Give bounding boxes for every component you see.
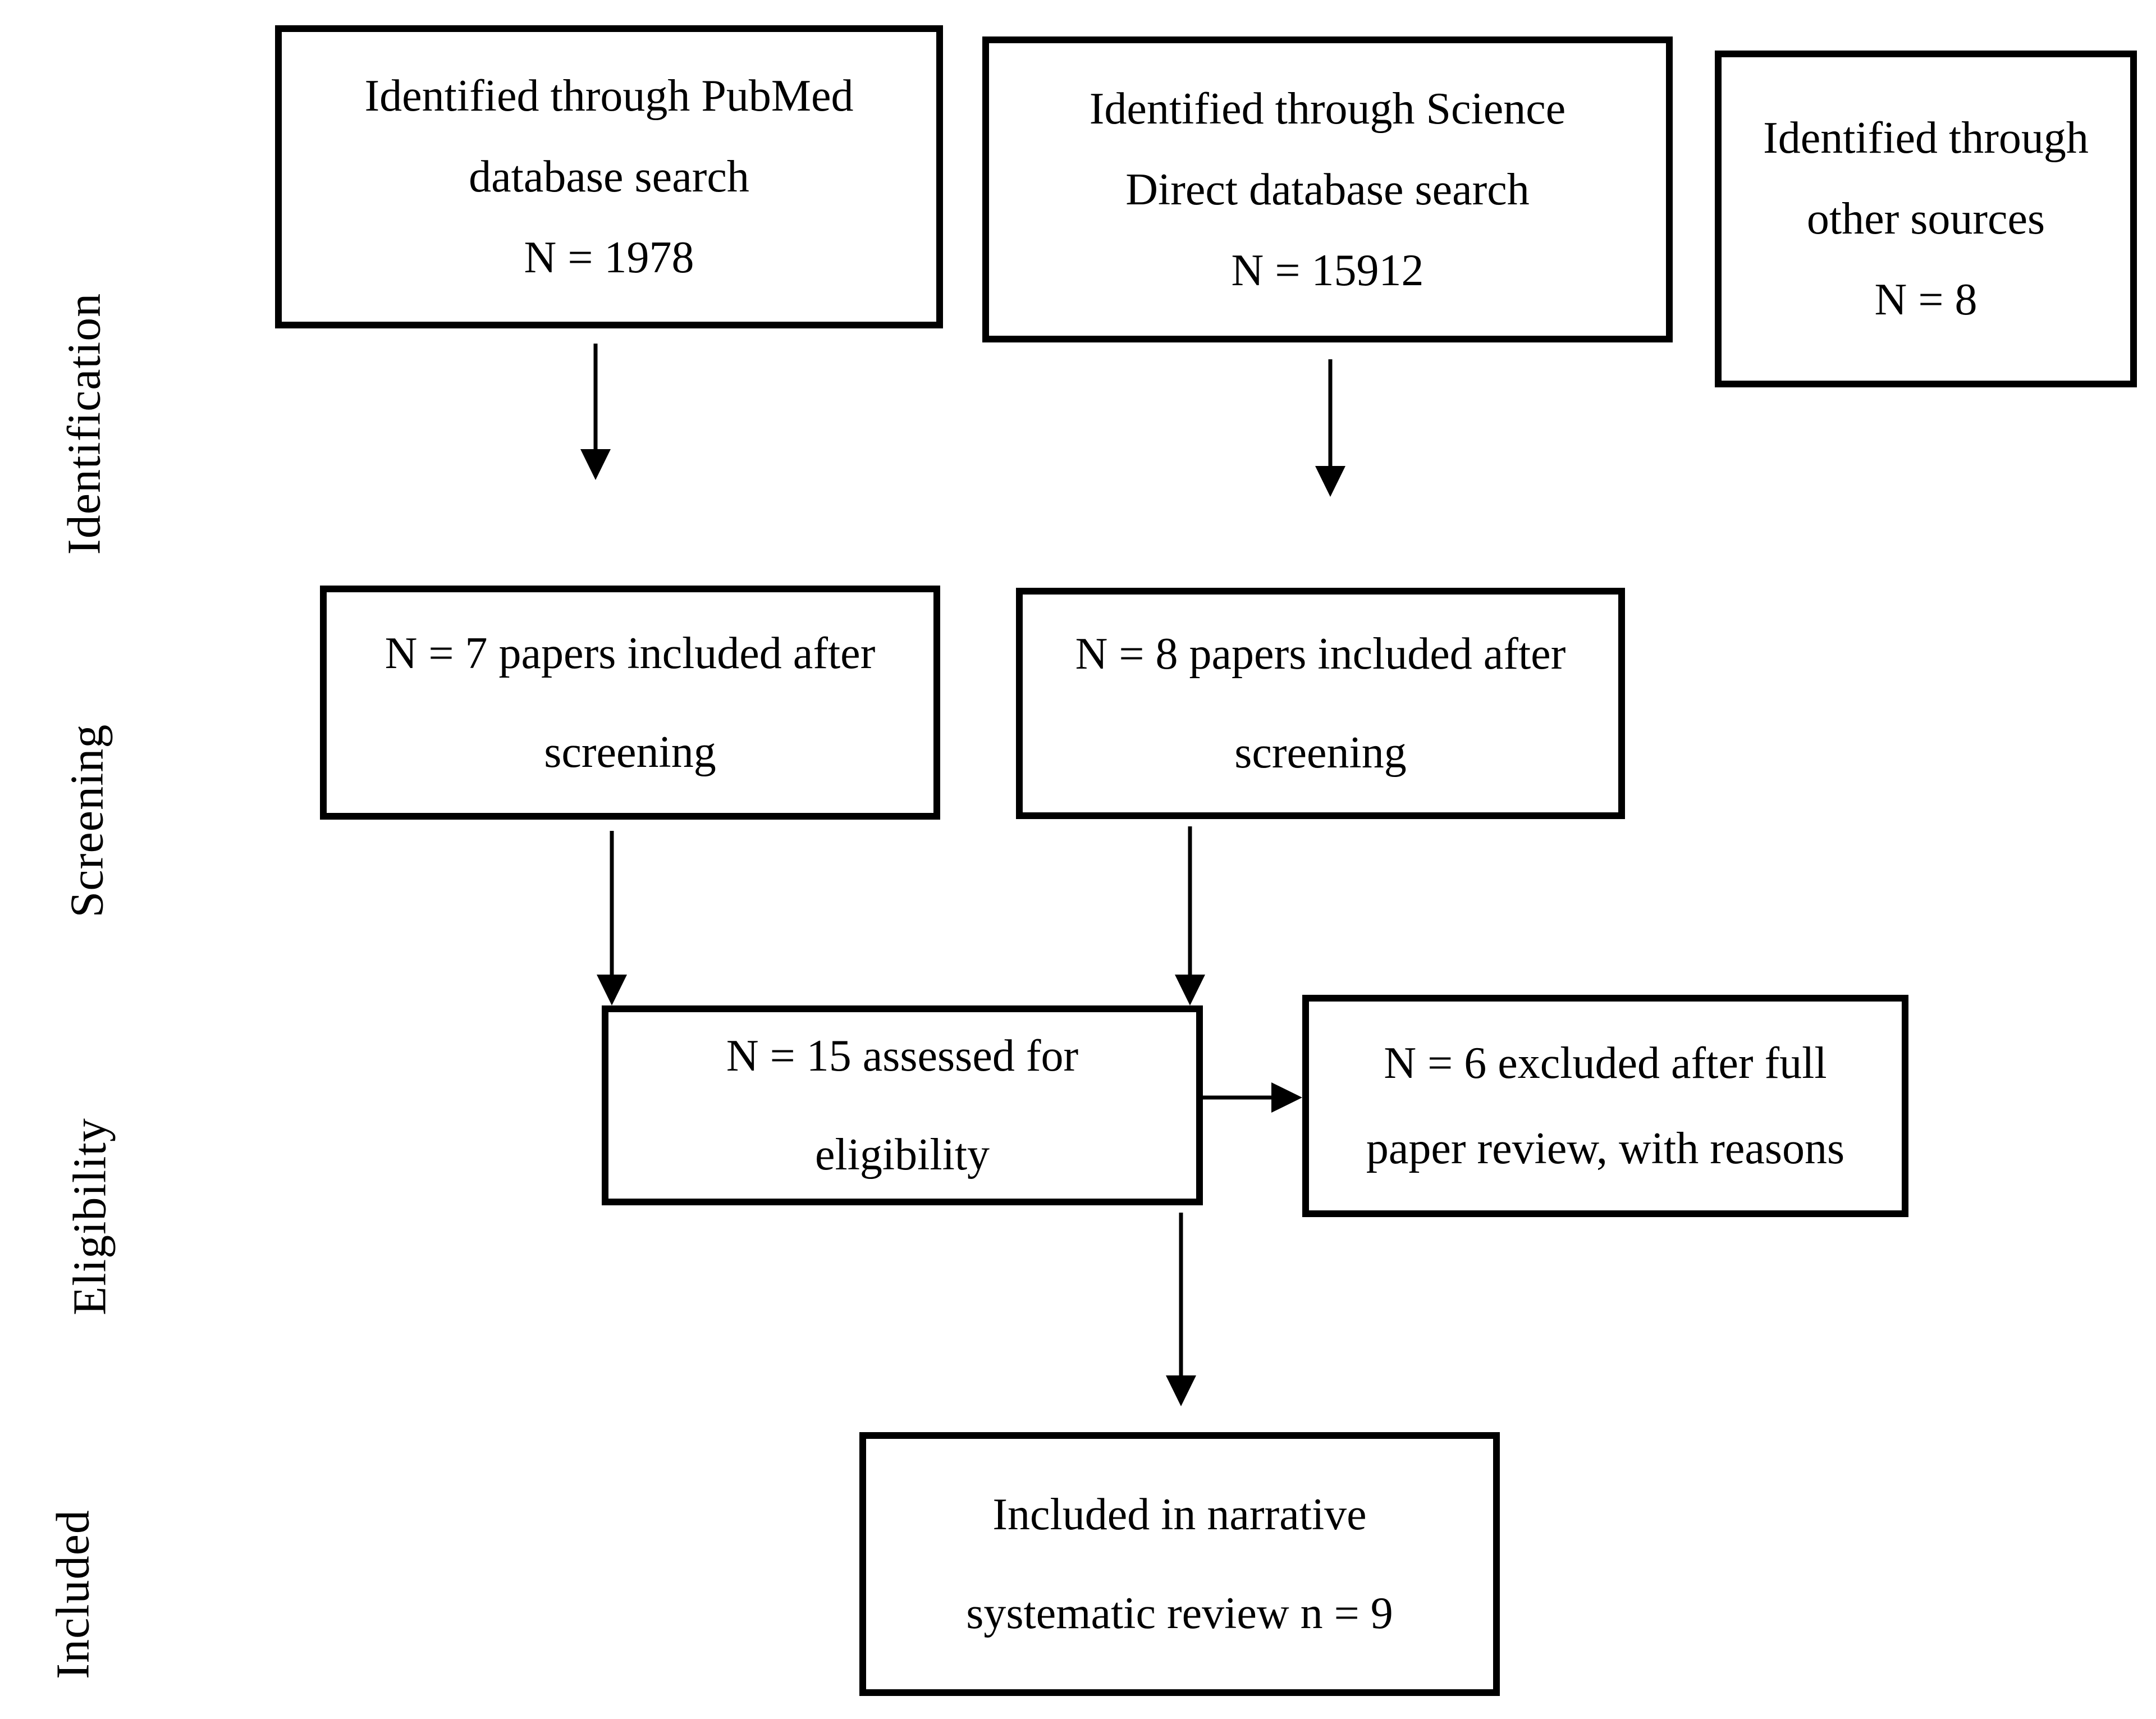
box-excluded-full-review: N = 6 excluded after full paper review, … xyxy=(1302,995,1908,1217)
arrowhead-right-icon xyxy=(1271,1082,1302,1113)
arrow-eligibility-to-included xyxy=(1166,1213,1196,1406)
arrowhead-down-icon xyxy=(1315,466,1345,497)
box-text-line: N = 1978 xyxy=(524,233,694,282)
box-identified-other-sources: Identified through other sources N = 8 xyxy=(1715,51,2137,387)
box-text-line: N = 15 assessed for xyxy=(726,1031,1079,1081)
stage-label-eligibility: Eligibility xyxy=(63,1118,116,1315)
box-science-direct-screened: N = 8 papers included after screening xyxy=(1016,588,1625,819)
box-text-line: eligibility xyxy=(814,1130,990,1179)
box-text-line: N = 15912 xyxy=(1231,245,1424,295)
box-text-line: systematic review n = 9 xyxy=(966,1589,1393,1638)
arrow-science-direct-to-screening xyxy=(1315,359,1345,497)
box-text-line: N = 8 papers included after xyxy=(1075,629,1566,679)
arrowhead-down-icon xyxy=(1175,975,1205,1005)
arrow-eligibility-to-excluded xyxy=(1203,1082,1302,1113)
box-text-line: database search xyxy=(469,152,749,202)
stage-label-screening: Screening xyxy=(61,724,113,918)
box-identified-pubmed: Identified through PubMed database searc… xyxy=(275,25,943,328)
box-included-narrative-review: Included in narrative systematic review … xyxy=(859,1432,1500,1696)
arrow-shaft xyxy=(1328,359,1333,468)
box-identified-science-direct: Identified through Science Direct databa… xyxy=(982,36,1673,342)
box-text-line: Identified through PubMed xyxy=(364,71,854,121)
box-assessed-for-eligibility: N = 15 assessed for eligibility xyxy=(602,1005,1203,1205)
arrow-shaft xyxy=(610,831,614,976)
arrow-shaft xyxy=(593,344,598,451)
arrow-pubmed-to-screening xyxy=(580,344,611,480)
box-text-line: Identified through xyxy=(1763,113,2089,163)
arrow-screened-left-to-eligibility xyxy=(597,831,627,1005)
box-text-line: other sources xyxy=(1806,194,2045,244)
box-text-line: screening xyxy=(544,727,716,777)
box-text-line: screening xyxy=(1234,728,1407,778)
arrowhead-down-icon xyxy=(597,975,627,1005)
box-text-line: Direct database search xyxy=(1125,164,1530,214)
box-text-line: Included in narrative xyxy=(992,1490,1367,1539)
box-pubmed-screened: N = 7 papers included after screening xyxy=(320,586,940,820)
arrow-shaft xyxy=(1179,1213,1183,1377)
box-text-line: N = 8 xyxy=(1874,275,1978,324)
box-text-line: N = 7 papers included after xyxy=(384,628,876,678)
arrowhead-down-icon xyxy=(1166,1375,1196,1406)
box-text-line: paper review, with reasons xyxy=(1366,1124,1845,1173)
arrowhead-down-icon xyxy=(580,449,611,480)
stage-label-identification: Identification xyxy=(58,292,111,555)
arrow-shaft xyxy=(1188,826,1192,976)
arrow-shaft xyxy=(1203,1095,1273,1100)
arrow-screened-right-to-eligibility xyxy=(1175,826,1205,1005)
stage-label-included: Included xyxy=(47,1510,99,1679)
box-text-line: N = 6 excluded after full xyxy=(1384,1039,1827,1088)
box-text-line: Identified through Science xyxy=(1089,84,1566,134)
